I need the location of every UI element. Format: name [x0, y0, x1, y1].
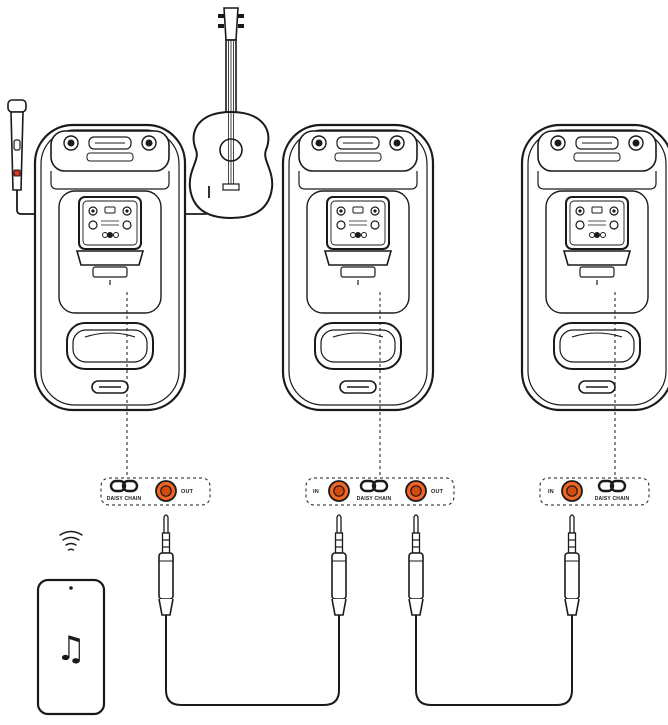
music-note-icon: ♫ [56, 629, 86, 669]
audio-cable-2 [415, 582, 573, 706]
speaker-1 [33, 123, 187, 412]
jack-plug [408, 514, 424, 616]
microphone-icon [7, 99, 27, 191]
daisy-chain-label: DAISY CHAIN [595, 496, 630, 502]
daisy-chain-label: DAISY CHAIN [357, 496, 392, 502]
daisy-chain-label: DAISY CHAIN [107, 496, 142, 502]
speaker-3 [520, 123, 668, 412]
audio-cable-1 [165, 582, 340, 706]
out-label: OUT [181, 489, 194, 495]
out-port [405, 480, 427, 502]
speaker-2 [281, 123, 435, 412]
out-port [155, 480, 177, 502]
port-panel-3: IN DAISY CHAIN [539, 477, 650, 506]
jack-plug [564, 514, 580, 616]
in-port [328, 480, 350, 502]
in-label: IN [313, 489, 319, 495]
out-label: OUT [431, 489, 444, 495]
port-panel-1: DAISY CHAIN OUT [100, 477, 211, 506]
phone-icon: ♫ [36, 578, 106, 716]
jack-plug [158, 514, 174, 616]
in-port [561, 480, 583, 502]
guitar-icon [188, 7, 274, 220]
port-panel-2: IN DAISY CHAIN OUT [305, 477, 455, 506]
in-label: IN [548, 489, 554, 495]
jack-plug [331, 514, 347, 616]
wifi-waves-icon [59, 530, 83, 551]
